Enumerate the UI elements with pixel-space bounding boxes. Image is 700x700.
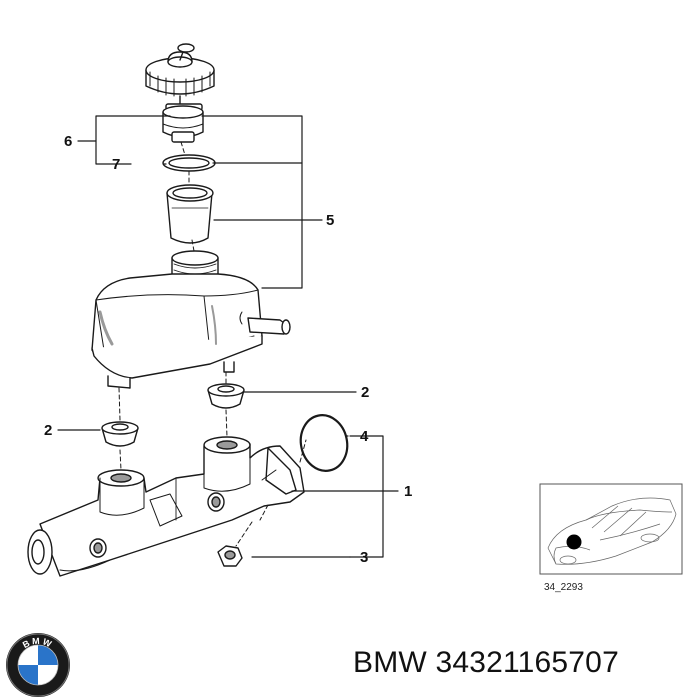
strainer-insert [162,95,204,143]
o-ring [299,414,349,472]
grommet-right [207,383,245,409]
master-cylinder-body [27,436,305,577]
reservoir-cap [145,43,215,97]
bmw-logo-icon: BMW [6,633,70,697]
callout-5: 5 [326,212,334,229]
callout-2-right: 2 [361,384,369,401]
callout-1: 1 [404,483,412,500]
callout-2-left: 2 [44,422,52,439]
grommet-left [101,421,139,447]
vehicle-locator-inset: 34_2293 [539,483,683,593]
location-marker-icon [566,534,582,550]
svg-text:BMW: BMW [21,636,55,650]
hex-nut [217,545,243,567]
callout-4: 4 [360,428,369,445]
callout-3: 3 [360,549,368,566]
seal-ring [162,154,216,172]
inset-code: 34_2293 [544,582,583,593]
callout-6: 6 [64,133,72,150]
assembly-guides [118,141,307,547]
reservoir-sleeve [166,184,214,244]
part-number-label: BMW 34321165707 [353,646,619,679]
callout-7: 7 [112,156,120,173]
leader-lines [57,115,399,558]
fluid-reservoir [91,250,291,389]
